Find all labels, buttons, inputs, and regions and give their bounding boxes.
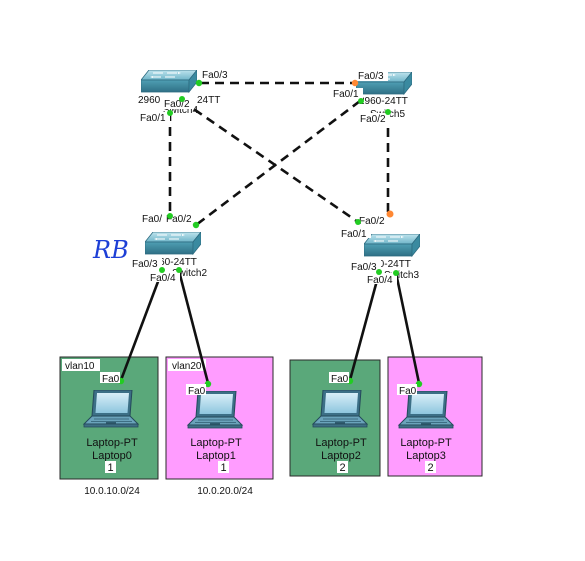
switch3-port-fa0-3: Fa0/3 [351,262,377,273]
status-light [358,98,364,104]
switch2-port-fa0-1: Fa0/ [142,214,162,225]
status-light [179,96,185,102]
status-light [376,269,382,275]
switch4-port-fa0-2: Fa0/2 [164,99,190,110]
switch4-model-suffix: 24TT [197,95,220,106]
switch4-port-fa0-3: Fa0/3 [202,70,228,81]
laptop1-port-label: Fa0 [188,386,206,397]
link-sw3-laptop2[interactable] [348,272,381,381]
link-status-lights [117,79,423,388]
status-light [204,380,212,388]
laptop3-badge: 2 [427,462,433,474]
vlan20-label: vlan20 [172,361,202,372]
laptop3-name-label: Laptop3 [406,450,446,462]
switch2[interactable] [145,232,201,255]
switch5-port-fa0-3: Fa0/3 [358,71,384,82]
laptop2-port-label: Fa0 [331,374,349,385]
status-light [192,221,200,229]
switch2-port-fa0-4: Fa0/4 [150,273,176,284]
status-light [386,210,394,218]
laptop1-badge: 1 [220,462,226,474]
subnet-label-vlan10: 10.0.10.0/24 [84,486,140,497]
switch2-port-fa0-2: Fa0/2 [166,214,192,225]
status-light [195,79,203,87]
switch3-port-fa0-1: Fa0/1 [341,229,367,240]
status-light [393,270,399,276]
laptop0-name-label: Laptop0 [92,450,132,462]
status-light [176,267,182,273]
laptop1-type-label: Laptop-PT [190,437,242,449]
rb-annotation: RB [92,236,129,264]
status-light [167,110,173,116]
laptop1-name-label: Laptop1 [196,450,236,462]
switch3-port-fa0-2: Fa0/2 [359,216,385,227]
switch2-name-label: Switch2 [172,268,207,279]
link-sw5-sw2[interactable] [195,99,361,227]
laptop2-badge: 2 [339,462,345,474]
switch3-name-label: Switch3 [384,270,419,281]
trunk-links [168,81,390,227]
switch5-port-fa0-2: Fa0/2 [360,114,386,125]
status-light [415,380,423,388]
subnet-label-vlan20: 10.0.20.0/24 [197,486,253,497]
laptop0-type-label: Laptop-PT [86,437,138,449]
vlan10-label-bg [62,359,100,371]
status-light [167,213,173,219]
status-light [355,219,361,225]
switch2-port-fa0-3: Fa0/3 [132,259,158,270]
switch4-port-fa0-1: Fa0/1 [140,113,166,124]
laptop0-badge: 1 [107,462,113,474]
link-sw2-laptop0[interactable] [119,270,164,381]
laptop2-name-label: Laptop2 [321,450,361,462]
laptop3-port-label: Fa0 [399,386,417,397]
switch5-model-label: 2960-24TT [359,96,408,107]
status-light [351,79,359,87]
switch4-name-label: Switch4 [163,105,198,116]
link-sw4-sw3[interactable] [181,99,359,224]
switch4[interactable] [141,70,197,93]
laptop3-type-label: Laptop-PT [400,437,452,449]
laptop0-port-label: Fa0 [102,374,120,385]
status-light [159,267,165,273]
switch3-port-fa0-4: Fa0/4 [367,275,393,286]
switch3[interactable] [364,234,420,257]
link-sw3-laptop3[interactable] [394,272,421,384]
switch2-model-label: 2960-24TT [148,257,197,268]
vlan10-label: vlan10 [65,361,95,372]
laptop2-type-label: Laptop-PT [315,437,367,449]
switch3-model-label: 2960-24TT [362,259,411,270]
switch5-port-fa0-1: Fa0/1 [333,89,359,100]
status-light [385,109,391,115]
vlan20-label-bg [168,359,206,371]
switch4-model-label: 2960 [138,95,161,106]
access-links [119,270,421,384]
link-sw2-laptop1[interactable] [177,270,210,384]
